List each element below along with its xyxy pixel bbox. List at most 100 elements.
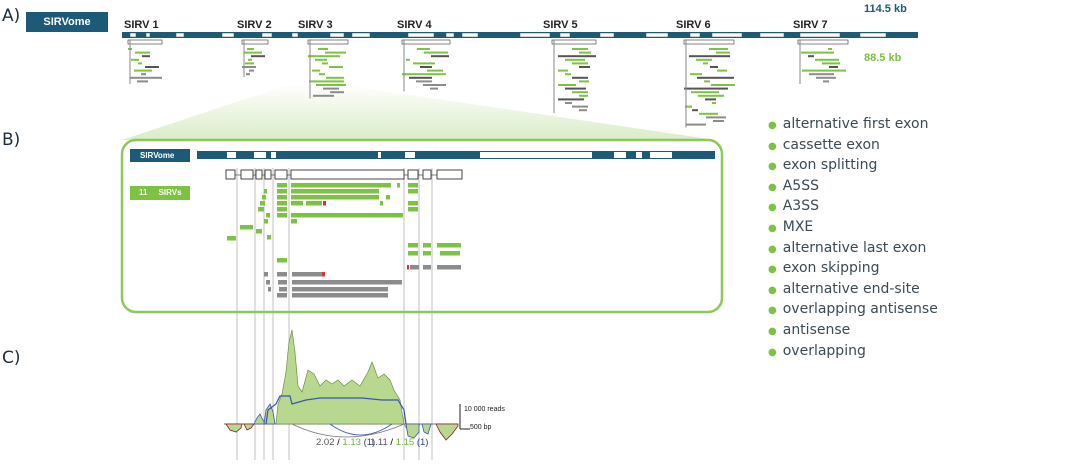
transcript-bar (268, 287, 271, 292)
sirv-transcript (690, 73, 702, 76)
sirv-transcript (822, 62, 840, 65)
transcript-bar (292, 280, 402, 285)
sirv-gene-model (797, 39, 849, 45)
genome-exon (799, 32, 841, 38)
transcript-bar (264, 272, 268, 277)
genome-exon (129, 32, 137, 38)
bullet-icon: ● (768, 305, 777, 317)
sirv-transcript (242, 66, 256, 68)
genome-exon (689, 32, 701, 38)
genome-exon (175, 32, 185, 38)
transcript-bar (408, 243, 418, 248)
transcript-bar (292, 272, 322, 277)
sirv-transcript (572, 62, 588, 65)
genome-exon (645, 32, 669, 38)
legend-item: ●MXE (768, 217, 938, 238)
sirv-transcript (141, 73, 146, 76)
transcript-bar (322, 272, 325, 277)
ratio-left-value-b: 1.13 (342, 437, 361, 448)
sirv-gene-model (127, 39, 163, 45)
sirv-label-6: SIRV 6 (676, 19, 711, 31)
sirv-transcript (565, 87, 586, 90)
sirv-transcript (145, 66, 159, 68)
coverage-exon-right (405, 423, 420, 439)
sirv-transcript (579, 109, 587, 112)
transcript-bar (323, 201, 326, 206)
legend-label: exon splitting (782, 157, 878, 174)
sirv-transcript (565, 58, 585, 61)
transcript-bar (408, 207, 418, 212)
sirv-transcript (558, 55, 596, 58)
transcript-bar (440, 251, 460, 256)
sirv-transcript (558, 69, 568, 72)
transcript-bar (291, 195, 379, 200)
transcript-bar (267, 235, 271, 240)
sirv-transcript (801, 51, 834, 54)
sirv-transcript (330, 91, 344, 94)
sirv-transcript (691, 91, 719, 94)
ratio-right-value-a: 1.11 (370, 437, 388, 448)
gene-model-exon (274, 169, 288, 180)
sirv-transcript (326, 76, 344, 79)
sirv-count-number: 11 (139, 188, 148, 197)
sirv-transcript (322, 62, 328, 65)
legend-label: MXE (782, 218, 814, 235)
coverage-exon-left (253, 413, 266, 425)
ratio-right-value-b: 1.15 (395, 437, 415, 448)
transcript-bar (291, 213, 403, 218)
sirv-transcript (823, 80, 829, 83)
zoom-exon (636, 152, 642, 158)
transcript-bar (266, 280, 270, 285)
sirv-transcript (406, 58, 410, 61)
genome-exon (599, 32, 615, 38)
sirv-label-2: SIRV 2 (237, 19, 272, 31)
sirv-transcript (684, 87, 728, 90)
transcript-bar (258, 207, 264, 212)
sirv-transcript (697, 76, 734, 79)
sirv-transcript (709, 48, 728, 50)
zoom-exon (650, 152, 672, 158)
sirv-transcript (134, 69, 152, 72)
transcript-bar (423, 251, 431, 256)
sirv-transcript (402, 73, 446, 76)
sirv-transcript (565, 73, 571, 76)
sirv-label-4: SIRV 4 (397, 19, 432, 31)
zoom-exon (480, 152, 592, 158)
transcript-bar (410, 265, 419, 270)
legend-item: ●overlapping (768, 341, 938, 362)
transcript-bar (279, 287, 287, 292)
sirv-transcript (717, 69, 727, 72)
transcript-bar (277, 213, 287, 218)
transcript-bar (291, 201, 303, 206)
transcript-bar (423, 265, 431, 270)
sirv-gene-model (241, 39, 269, 45)
sirv-count-badge (130, 186, 190, 200)
ratio-left: 2.02 / 1.13 (1) (316, 437, 376, 448)
ratio-right-value-c: (1) (416, 437, 429, 448)
zoom-genome-bar (197, 151, 715, 159)
sirv-transcript (572, 48, 588, 50)
zoom-exon (378, 152, 381, 158)
sirv-transcript (430, 87, 438, 90)
bullet-icon: ● (768, 161, 777, 173)
genome-exon (461, 32, 479, 38)
sirv-transcript (409, 76, 432, 79)
legend-label: alternative first exon (782, 116, 929, 132)
genome-exon (291, 32, 299, 38)
legend-item: ● exon splitting (768, 155, 938, 176)
transcript-bar (292, 293, 388, 298)
sirv-transcript (558, 84, 576, 86)
legend-item: ●cassette exon (768, 135, 938, 156)
genome-exon (445, 32, 455, 38)
legend-item: ●alternative last exon (768, 238, 938, 259)
transcript-bar (437, 243, 461, 248)
sirv-transcript (579, 66, 590, 68)
sirv-transcript (689, 55, 730, 58)
bullet-icon: ● (768, 243, 777, 255)
transcript-bar (264, 189, 267, 194)
sirv-label-7: SIRV 7 (793, 19, 828, 31)
zoom-exon (254, 152, 266, 158)
transcript-bar (397, 183, 400, 188)
